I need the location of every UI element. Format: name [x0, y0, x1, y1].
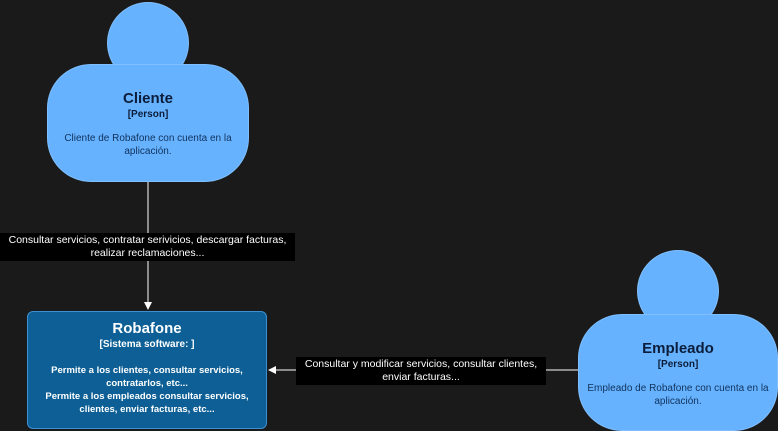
empleado-description: Empleado de Robafone con cuenta en la ap…	[587, 383, 769, 407]
robafone-system-node[interactable]: Robafone [Sistema software: ] Permite a …	[27, 311, 267, 429]
robafone-type: [Sistema software: ]	[99, 339, 195, 350]
edge-label-cliente-robafone: Consultar servicios, contratar serivicio…	[0, 233, 295, 261]
robafone-description-line1: Permite a los clientes, consultar servic…	[51, 365, 243, 389]
edge-label-empleado-robafone: Consultar y modificar servicios, consult…	[296, 357, 546, 385]
cliente-name: Cliente	[122, 90, 173, 107]
cliente-person-node[interactable]: Cliente [Person] Cliente de Robafone con…	[47, 64, 249, 182]
empleado-type: [Person]	[657, 359, 699, 370]
robafone-name: Robafone	[112, 320, 182, 337]
edge-label-empleado-line2: enviar facturas...	[382, 371, 460, 383]
cliente-description: Cliente de Robafone con cuenta en la apl…	[64, 133, 232, 157]
edge-label-cliente-line1: Consultar servicios, contratar serivicio…	[8, 234, 287, 246]
robafone-description: Permite a los clientes, consultar servic…	[28, 364, 266, 416]
cliente-type: [Person]	[127, 109, 169, 120]
robafone-description-line2: Permite a los empleados consultar servic…	[45, 391, 249, 415]
empleado-person-node[interactable]: Empleado [Person] Empleado de Robafone c…	[578, 314, 778, 431]
edge-label-empleado-line1: Consultar y modificar servicios, consult…	[304, 358, 538, 370]
edge-label-cliente-line2: realizar reclamaciones...	[90, 247, 205, 259]
empleado-name: Empleado	[642, 340, 714, 357]
